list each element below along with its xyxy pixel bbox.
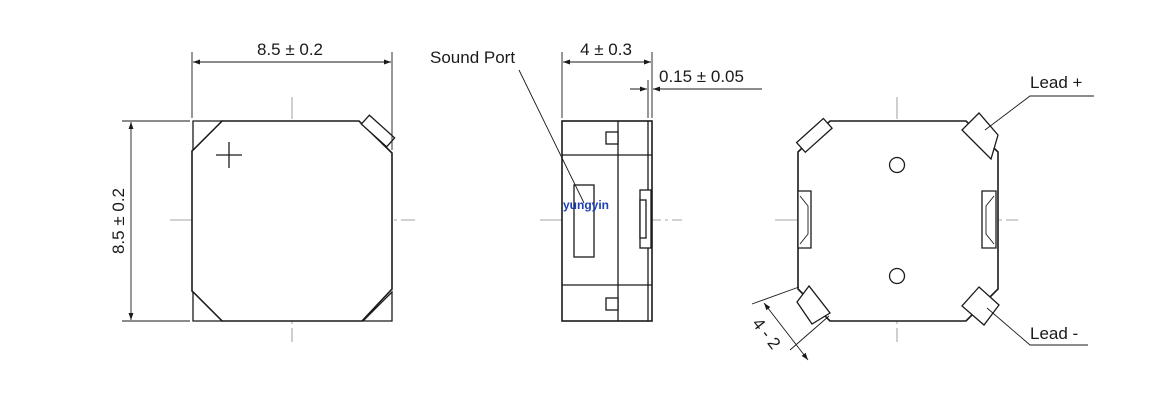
front-corner-pad-bottom-right [361, 290, 393, 322]
watermark-text: yungyin [563, 198, 609, 212]
front-body-outline [191, 120, 393, 322]
front-corner-pad-bottom-left [192, 290, 224, 322]
side-bottom-lead-tab [605, 297, 619, 311]
bottom-terminal-left-detail [799, 195, 809, 245]
plus-polarity-icon [216, 142, 242, 168]
lead-plus-leader-line [984, 95, 1094, 131]
bottom-corner-pad-bottom-right [961, 286, 1000, 326]
bottom-corner-pad-top-right [961, 112, 999, 161]
bottom-corner-pad-bottom-left [796, 284, 831, 325]
bottom-body-outline [797, 120, 999, 322]
bottom-hole-bottom [888, 267, 906, 285]
side-sound-port-opening [573, 184, 595, 258]
lead-minus-label: Lead - [1030, 324, 1078, 343]
bottom-terminal-right [981, 190, 997, 249]
bottom-view: Lead + Lead - 4 - 2 [748, 73, 1094, 361]
pad-dimension: 4 - 2 [748, 314, 784, 353]
lead-minus-leader-line [986, 307, 1088, 346]
side-gap-dimension: 0.15 ± 0.05 [659, 67, 744, 86]
sound-port-label: Sound Port [430, 48, 515, 67]
pad-dim-line [763, 302, 809, 361]
bottom-terminal-left [797, 190, 812, 249]
lead-plus-label: Lead + [1030, 73, 1083, 92]
front-height-dimension: 8.5 ± 0.2 [109, 188, 128, 254]
front-width-dimension: 8.5 ± 0.2 [257, 40, 323, 59]
pad-dim-ext-top [751, 286, 800, 305]
bottom-terminal-right-detail [985, 195, 995, 245]
side-terminal-inner [639, 199, 647, 239]
front-corner-pad-top-left [192, 120, 224, 152]
side-top-lead-tab [605, 131, 619, 145]
front-corner-tab-top-right [360, 114, 396, 148]
bottom-corner-tab-top-left [795, 117, 833, 154]
bottom-hole-top [888, 156, 906, 174]
side-view: Sound Port 4 ± 0.3 0.15 ± 0.05 yungyin [430, 40, 762, 322]
front-view: 8.5 ± 0.2 8.5 ± 0.2 [109, 40, 415, 342]
side-thickness-dimension: 4 ± 0.3 [580, 40, 632, 59]
sound-port-leader-line [518, 69, 585, 204]
